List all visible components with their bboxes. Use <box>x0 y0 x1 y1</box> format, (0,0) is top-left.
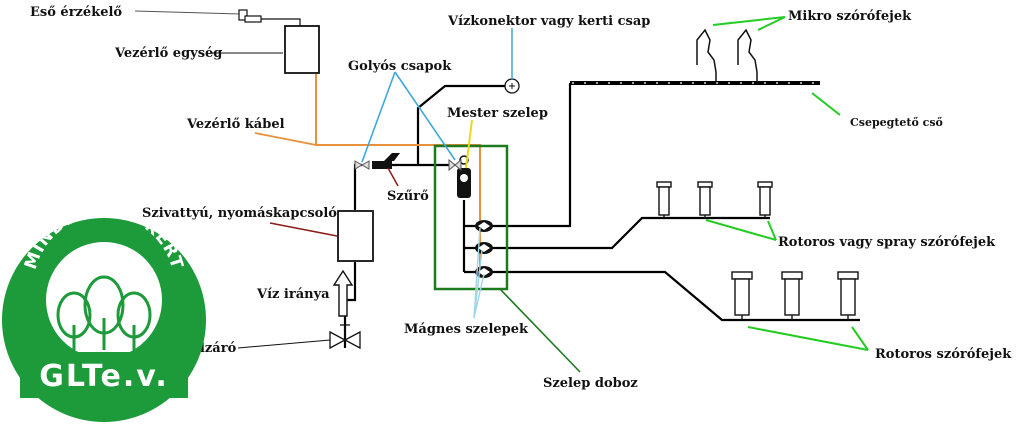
filter <box>372 153 400 169</box>
logo-band <box>20 352 188 398</box>
master-valve <box>457 155 471 198</box>
shutoff-leader <box>237 339 331 349</box>
pump-leader <box>269 222 338 237</box>
label-ball-valves: Golyós csapok <box>348 59 452 74</box>
main-pipe-lower <box>343 262 357 348</box>
zone2-line <box>492 216 770 250</box>
rain-sensor-wire <box>134 10 241 15</box>
logo: MINDEN AMI KERT GLTe.v. <box>2 200 206 422</box>
label-rotor-or-spray: Rotoros vagy spray szórófejek <box>778 235 996 250</box>
spray-head-1 <box>656 181 672 218</box>
logo-org-text: GLTe.v. <box>39 359 169 394</box>
water-direction-arrow <box>332 269 354 317</box>
pump-box <box>337 210 374 262</box>
pipe-network <box>343 83 860 348</box>
filter-leader <box>387 167 399 187</box>
spray-head-2 <box>697 181 713 218</box>
label-water-direction: Víz iránya <box>256 287 330 302</box>
valve-box <box>433 144 509 291</box>
solenoid-valve-1 <box>475 220 493 232</box>
rotor-head-1 <box>731 271 753 320</box>
label-solenoid-valves: Mágnes szelepek <box>404 322 529 337</box>
controller-box <box>284 25 320 74</box>
label-rain-sensor: Eső érzékelő <box>30 5 122 20</box>
manifold-branches <box>464 224 476 274</box>
rotor-head-3 <box>837 271 859 320</box>
label-controller: Vezérlő egység <box>114 46 222 61</box>
label-micro-sprinklers: Mikro szórófejek <box>788 9 912 24</box>
label-pump: Szivattyú, nyomáskapcsoló <box>142 206 337 221</box>
zone1-line <box>492 83 572 228</box>
zone3-line <box>492 270 860 322</box>
rain-sensor <box>238 9 301 26</box>
leader-lines <box>254 16 869 373</box>
label-control-cable: Vezérlő kábel <box>186 117 285 132</box>
ball-valve-right <box>448 158 462 172</box>
label-water-connector: Vízkonektor vagy kerti csap <box>447 14 650 29</box>
spray-head-3 <box>757 181 773 218</box>
label-valve-box: Szelep doboz <box>543 376 638 391</box>
micro-sprinkler-1 <box>696 28 717 82</box>
water-connector <box>504 78 520 94</box>
rotor-head-2 <box>781 271 803 320</box>
micro-sprinkler-2 <box>737 28 758 82</box>
tap-line <box>416 84 505 165</box>
ball-valve-left <box>354 160 370 170</box>
label-rotor-sprinklers: Rotoros szórófejek <box>875 347 1012 362</box>
label-master-valve: Mester szelep <box>447 106 548 121</box>
main-shutoff-valve <box>329 324 361 350</box>
logo-trees-icon <box>56 275 152 350</box>
label-drip: Csepegtető cső <box>850 116 943 129</box>
main-pipe-upper <box>353 163 362 210</box>
label-filter: Szűrő <box>387 189 429 204</box>
